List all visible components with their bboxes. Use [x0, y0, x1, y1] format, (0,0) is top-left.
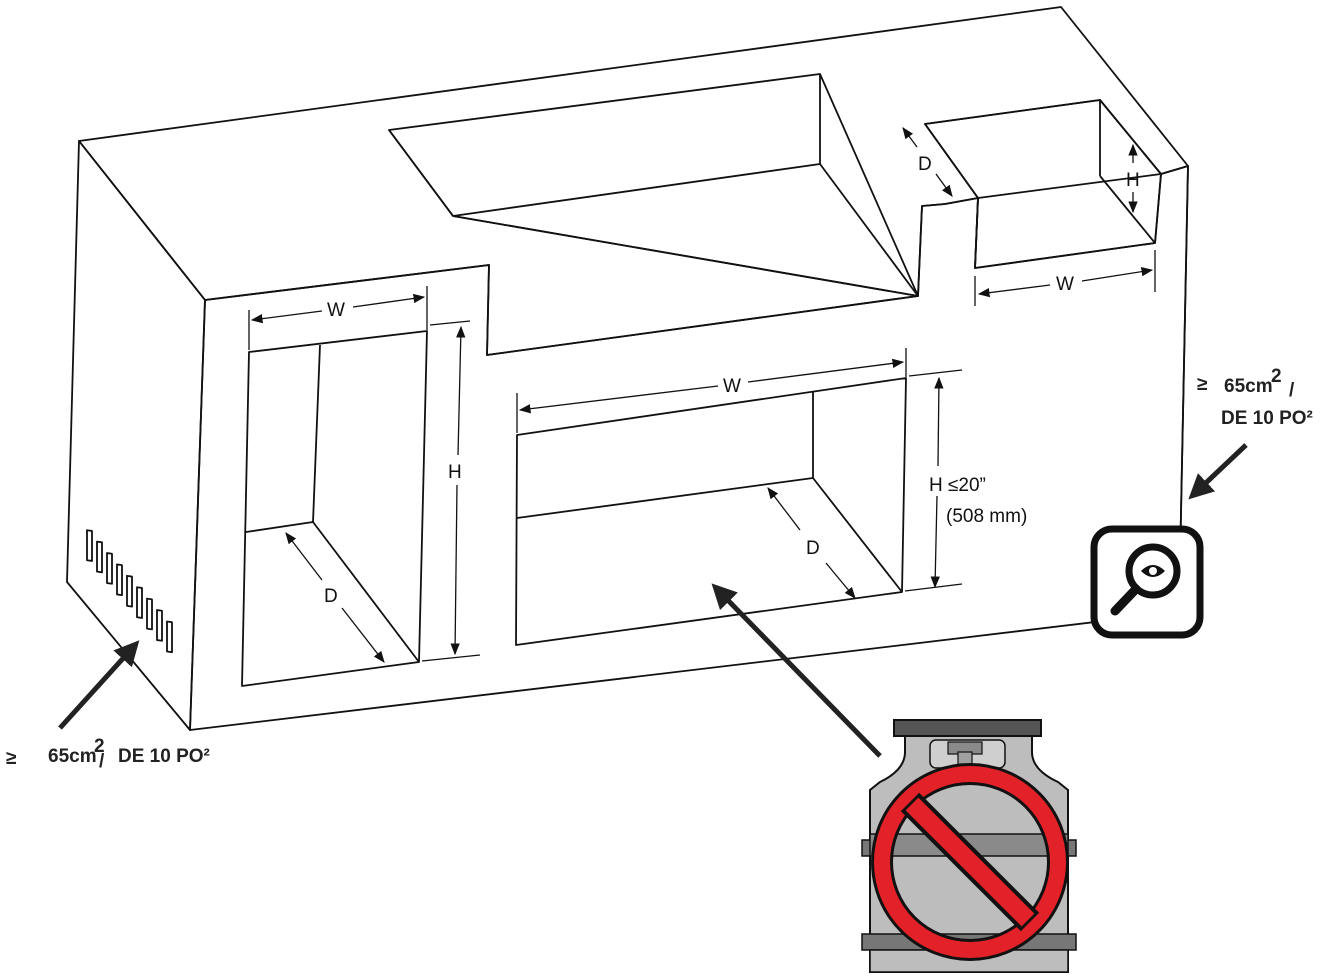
svg-text:≥: ≥ — [1197, 374, 1207, 395]
cabinet-body — [66, 6, 1189, 731]
no-propane-tank-icon — [861, 719, 1077, 973]
left-vent-area: 65cm — [48, 746, 97, 767]
svg-text:2: 2 — [1271, 366, 1282, 387]
svg-text:2: 2 — [94, 736, 105, 757]
svg-text:/: / — [1289, 380, 1295, 401]
svg-text:/: / — [99, 751, 105, 772]
right-vent-arrow — [1188, 443, 1248, 500]
tank-arrow — [711, 583, 882, 758]
left-height-label: H — [448, 462, 462, 483]
center-height-metric-label: (508 mm) — [946, 506, 1027, 527]
dimension-labels: W H D W H ≤20” (508 mm) D D H W — [324, 154, 1140, 607]
svg-text:DE 10 PO²: DE 10 PO² — [118, 746, 210, 767]
svg-text:DE 10 PO²: DE 10 PO² — [1221, 408, 1313, 429]
side-burner-cutout — [924, 99, 1162, 269]
right-vent-area: 65cm — [1224, 376, 1273, 397]
left-vent-slots — [86, 529, 173, 654]
left-vent-arrow — [58, 640, 140, 730]
right-height-label: H — [1126, 170, 1140, 191]
left-vent-ge-symbol: ≥ — [6, 748, 16, 769]
left-vent-label: ≥ 65cm 2 / DE 10 PO² — [6, 736, 210, 772]
grill-cutout — [388, 73, 919, 297]
left-width-label: W — [327, 300, 345, 321]
cabinet-front-face — [189, 165, 1189, 731]
left-vent-exponent: 2 — [94, 736, 105, 757]
left-vent-slash: / — [99, 751, 105, 772]
right-depth-label: D — [918, 154, 932, 175]
right-vent-exponent: 2 — [1271, 366, 1282, 387]
center-depth-label: D — [806, 538, 820, 559]
inspect-magnifier-eye-icon — [1090, 525, 1204, 639]
right-vent-ge-symbol: ≥ — [1197, 374, 1207, 395]
dimension-lines — [248, 127, 1156, 663]
center-width-label: W — [723, 376, 741, 397]
right-vent-imperial: DE 10 PO² — [1221, 408, 1313, 429]
center-drawer-opening — [515, 377, 907, 646]
left-vent-imperial: DE 10 PO² — [118, 746, 210, 767]
svg-text:≥: ≥ — [6, 748, 16, 769]
cabinet-left-side — [66, 140, 206, 731]
svg-text:65cm: 65cm — [1224, 376, 1273, 397]
center-height-label: H ≤20” — [929, 475, 986, 496]
left-depth-label: D — [324, 586, 338, 607]
svg-text:65cm: 65cm — [48, 746, 97, 767]
cabinet-top-surface — [78, 6, 1189, 356]
right-vent-label: ≥ 65cm 2 / DE 10 PO² — [1197, 366, 1313, 429]
right-width-label: W — [1056, 274, 1074, 295]
ventilation-arrows — [58, 443, 1248, 758]
left-door-opening — [241, 330, 428, 687]
right-vent-slash: / — [1289, 380, 1295, 401]
